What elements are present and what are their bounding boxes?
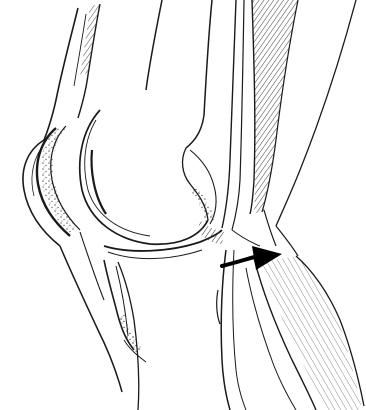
posterior-thigh-muscle: [250, 0, 356, 226]
tibia: [118, 250, 246, 410]
quadriceps-tendon: [44, 4, 100, 140]
calf-muscle: [246, 256, 364, 410]
joint-space-meniscus: [104, 220, 224, 259]
femoral-condyle: [80, 110, 216, 244]
patella: [23, 126, 80, 246]
popliteal-region: [232, 210, 298, 256]
